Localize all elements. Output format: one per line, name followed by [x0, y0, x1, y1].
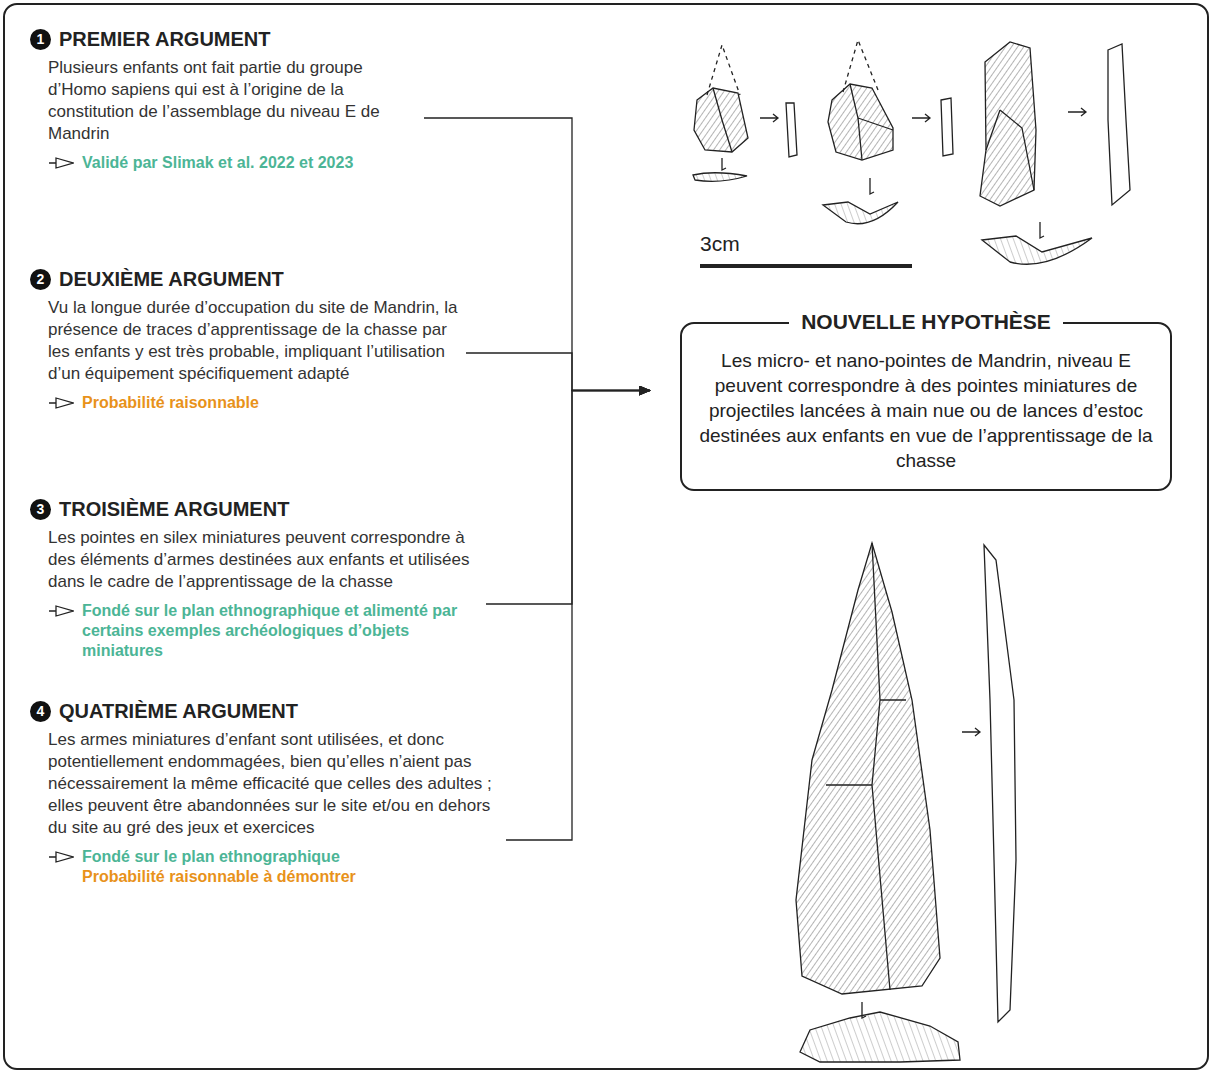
status-row: Probabilité raisonnable à démontrer	[48, 867, 502, 887]
callout-number: 1	[30, 29, 51, 50]
status-text: Fondé sur le plan ethnographique et alim…	[82, 601, 482, 661]
hypothesis-text: Les micro- et nano-pointes de Mandrin, n…	[698, 348, 1154, 473]
status-row: Fondé sur le plan ethnographique	[48, 847, 502, 867]
argument-text: Vu la longue durée d’occupation du site …	[48, 297, 462, 385]
status-arrow-icon	[48, 397, 74, 409]
callout-number: 2	[30, 269, 51, 290]
status-arrow-icon	[48, 851, 74, 863]
status-row: Fondé sur le plan ethnographique et alim…	[48, 601, 482, 661]
status-arrow-icon	[48, 605, 74, 617]
connector	[506, 391, 650, 841]
callout-number: 4	[30, 701, 51, 722]
callout-number: 3	[30, 499, 51, 520]
connector	[424, 118, 650, 391]
argument-block: 2 DEUXIÈME ARGUMENT Vu la longue durée d’o…	[30, 268, 462, 413]
status-text: Validé par Slimak et al. 2022 et 2023	[82, 153, 353, 173]
argument-text: Les pointes en silex miniatures peuvent …	[48, 527, 482, 593]
argument-text: Les armes miniatures d’enfant sont utili…	[48, 729, 502, 839]
argument-text: Plusieurs enfants ont fait partie du gro…	[48, 57, 420, 145]
argument-heading: DEUXIÈME ARGUMENT	[59, 268, 284, 291]
status-row: Validé par Slimak et al. 2022 et 2023	[48, 153, 420, 173]
argument-heading-row: 2 DEUXIÈME ARGUMENT	[30, 268, 462, 291]
argument-heading-row: 1 PREMIER ARGUMENT	[30, 28, 420, 51]
argument-heading: TROISIÈME ARGUMENT	[59, 498, 289, 521]
scale-label: 3cm	[700, 232, 740, 256]
hypothesis-heading-row: NOUVELLE HYPOTHÈSE	[682, 310, 1170, 334]
status-text: Probabilité raisonnable	[82, 393, 259, 413]
connector	[466, 353, 650, 391]
argument-block: 4 QUATRIÈME ARGUMENT Les armes miniatures …	[30, 700, 502, 887]
argument-block: 3 TROISIÈME ARGUMENT Les pointes en silex …	[30, 498, 482, 661]
status-arrow-icon	[48, 157, 74, 169]
status-text: Probabilité raisonnable à démontrer	[82, 867, 356, 887]
argument-heading: QUATRIÈME ARGUMENT	[59, 700, 298, 723]
argument-block: 1 PREMIER ARGUMENT Plusieurs enfants ont f…	[30, 28, 420, 173]
argument-heading-row: 4 QUATRIÈME ARGUMENT	[30, 700, 502, 723]
argument-heading: PREMIER ARGUMENT	[59, 28, 270, 51]
argument-heading-row: 3 TROISIÈME ARGUMENT	[30, 498, 482, 521]
status-text: Fondé sur le plan ethnographique	[82, 847, 340, 867]
connector	[486, 391, 650, 605]
status-row: Probabilité raisonnable	[48, 393, 462, 413]
hypothesis-box: NOUVELLE HYPOTHÈSELes micro- et nano-poi…	[680, 322, 1172, 491]
hypothesis-heading: NOUVELLE HYPOTHÈSE	[789, 310, 1063, 333]
